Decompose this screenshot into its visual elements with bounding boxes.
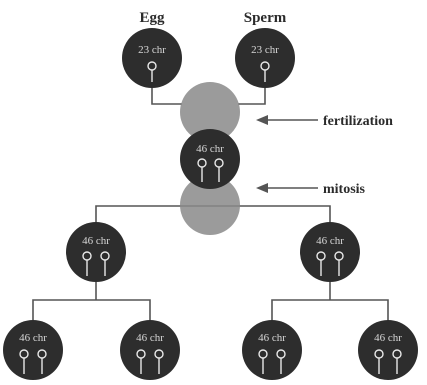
sperm-chromosome-count: 23 chr bbox=[251, 44, 279, 56]
sperm-cell: 23 chr bbox=[235, 28, 295, 88]
right-chromosome-count: 46 chr bbox=[316, 235, 344, 247]
egg-title: Egg bbox=[139, 10, 165, 26]
fertilization-annotation: fertilization bbox=[256, 114, 393, 129]
granddaughter-cell-4: 46 chr bbox=[358, 320, 418, 380]
egg-chromosome-count: 23 chr bbox=[138, 44, 166, 56]
right-branch-line bbox=[272, 300, 388, 323]
mitosis-label: mitosis bbox=[323, 182, 366, 197]
mitosis-annotation: mitosis bbox=[256, 182, 366, 197]
sperm-title: Sperm bbox=[244, 10, 287, 26]
left-chromosome-count: 46 chr bbox=[82, 235, 110, 247]
left-branch-line bbox=[33, 300, 150, 323]
granddaughter-cell-1: 46 chr bbox=[3, 320, 63, 380]
daughter-cell-right: 46 chr bbox=[300, 222, 360, 282]
daughter-cell-left: 46 chr bbox=[66, 222, 126, 282]
zygote-chromosome-count: 46 chr bbox=[196, 143, 224, 155]
cell-1-chromosome-count: 46 chr bbox=[19, 332, 47, 344]
egg-cell: 23 chr bbox=[122, 28, 182, 88]
cell-3-chromosome-count: 46 chr bbox=[258, 332, 286, 344]
cell-2-chromosome-count: 46 chr bbox=[136, 332, 164, 344]
zygote-cell: 46 chr bbox=[180, 129, 240, 189]
granddaughter-cell-3: 46 chr bbox=[242, 320, 302, 380]
granddaughter-cell-2: 46 chr bbox=[120, 320, 180, 380]
fertilization-label: fertilization bbox=[323, 114, 393, 129]
cell-4-chromosome-count: 46 chr bbox=[374, 332, 402, 344]
